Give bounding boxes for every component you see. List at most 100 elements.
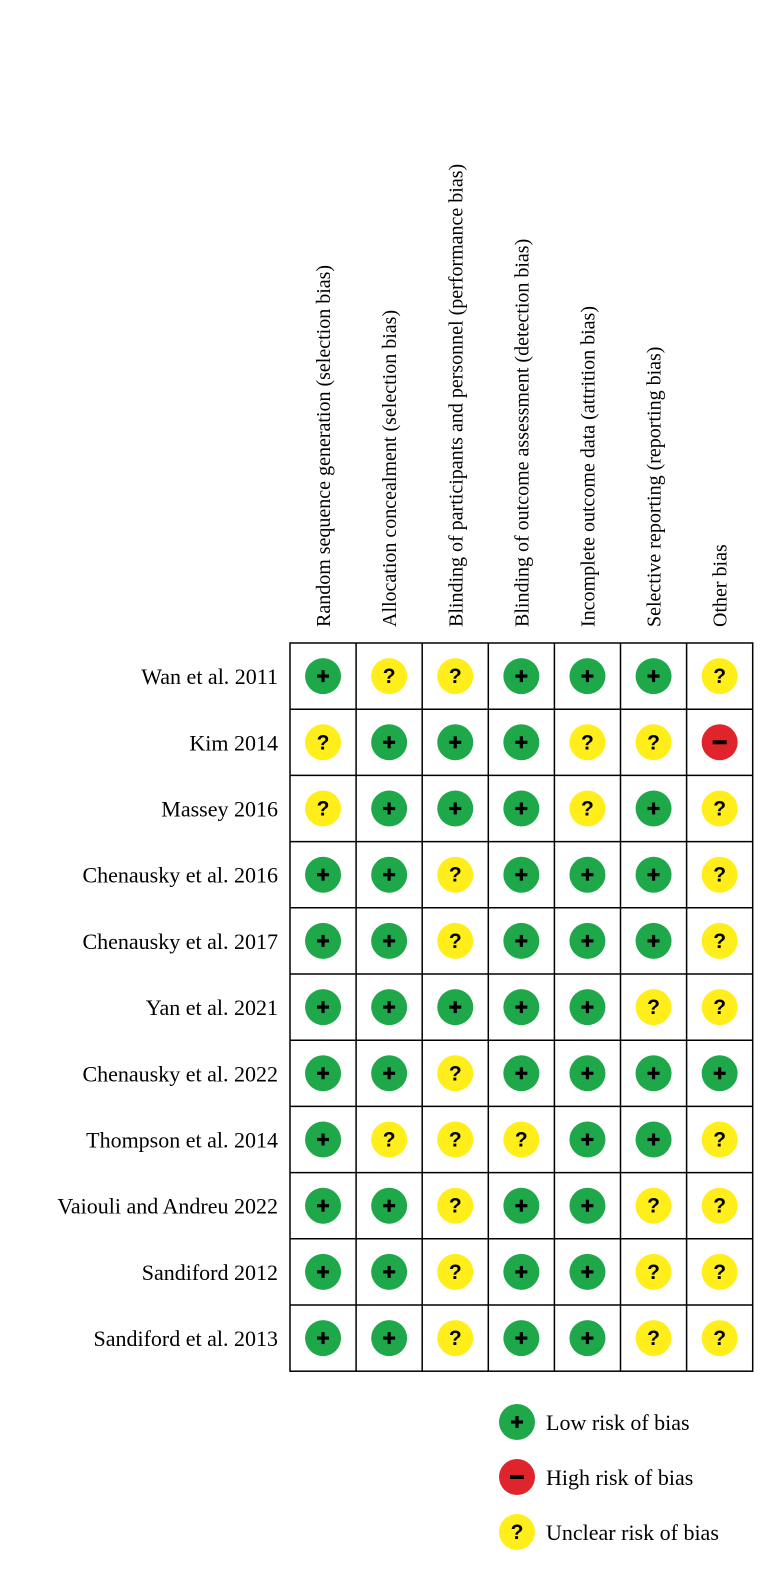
column-label: Incomplete outcome data (attrition bias) — [577, 306, 599, 627]
rating-mark: ? — [701, 1187, 738, 1224]
rating-mark — [503, 1253, 540, 1290]
question-mark: ? — [449, 1129, 462, 1152]
question-mark: ? — [449, 864, 462, 887]
question-icon — [701, 1320, 738, 1357]
question-icon — [437, 658, 474, 695]
rating-mark: ? — [437, 1187, 474, 1224]
question-mark: ? — [647, 1261, 660, 1284]
plus-vertical-stroke — [387, 802, 391, 815]
plus-vertical-stroke — [519, 736, 523, 749]
question-mark: ? — [449, 1062, 462, 1085]
minus-stroke — [712, 740, 727, 745]
rating-mark: ? — [437, 1055, 474, 1092]
rating-mark: ? — [635, 1253, 672, 1290]
question-mark: ? — [713, 1129, 726, 1152]
rating-mark — [371, 1253, 408, 1290]
grid-border — [289, 642, 754, 1372]
question-icon — [635, 989, 672, 1026]
plus-vertical-stroke — [585, 868, 590, 881]
rating-mark — [503, 856, 540, 893]
rating-mark — [569, 1055, 606, 1092]
plus-vertical-stroke — [651, 934, 656, 947]
rating-mark: ? — [701, 1121, 738, 1158]
plus-vertical-stroke — [387, 1265, 391, 1278]
rating-mark: ? — [371, 1121, 408, 1158]
rating-mark — [503, 1187, 540, 1224]
rating-mark — [371, 989, 408, 1026]
study-label: Vaiouli and Andreu 2022 — [57, 1194, 278, 1219]
plus-vertical-stroke — [515, 1416, 519, 1428]
rating-mark — [701, 724, 738, 761]
question-icon — [305, 724, 342, 761]
question-mark: ? — [383, 665, 396, 688]
rating-mark: ? — [503, 1121, 540, 1158]
plus-vertical-stroke — [585, 1199, 590, 1212]
study-label: Wan et al. 2011 — [141, 664, 278, 689]
question-icon — [437, 1055, 474, 1092]
plus-vertical-stroke — [321, 868, 325, 881]
rating-mark — [371, 1320, 408, 1357]
rating-mark — [569, 989, 606, 1026]
question-mark: ? — [383, 1129, 396, 1152]
question-mark: ? — [317, 798, 330, 821]
rating-mark: ? — [569, 790, 606, 827]
question-icon — [635, 1253, 672, 1290]
rating-mark — [371, 790, 408, 827]
rating-mark — [503, 790, 540, 827]
plus-vertical-stroke — [585, 1332, 590, 1345]
question-icon — [437, 856, 474, 893]
rating-mark — [371, 856, 408, 893]
question-mark: ? — [647, 731, 660, 754]
rating-mark — [305, 989, 342, 1026]
rating-marks: ????????????????????????????? — [305, 658, 738, 1357]
plus-vertical-stroke — [321, 934, 325, 947]
plus-vertical-stroke — [321, 1265, 325, 1278]
plus-vertical-stroke — [321, 1332, 325, 1345]
rating-mark: ? — [701, 989, 738, 1026]
rating-mark — [305, 1055, 342, 1092]
plus-vertical-stroke — [453, 1001, 457, 1014]
rating-mark — [701, 1055, 738, 1092]
rating-mark: ? — [437, 922, 474, 959]
rating-mark: ? — [635, 989, 672, 1026]
question-icon — [499, 1514, 535, 1550]
legend-label: Low risk of bias — [546, 1410, 690, 1435]
rating-mark — [305, 856, 342, 893]
rating-mark — [503, 1055, 540, 1092]
rating-mark: ? — [701, 790, 738, 827]
rating-mark — [371, 1187, 408, 1224]
plus-vertical-stroke — [387, 868, 391, 881]
question-icon — [701, 922, 738, 959]
study-label: Chenausky et al. 2016 — [82, 863, 278, 888]
column-label: Other bias — [710, 544, 732, 627]
question-mark: ? — [647, 1327, 660, 1350]
rating-mark — [569, 1121, 606, 1158]
plus-vertical-stroke — [519, 1001, 523, 1014]
study-label: Chenausky et al. 2017 — [82, 929, 278, 954]
question-mark: ? — [581, 731, 594, 754]
rating-mark: ? — [635, 724, 672, 761]
rating-mark — [437, 989, 474, 1026]
question-icon — [503, 1121, 540, 1158]
rating-mark — [503, 658, 540, 695]
study-label: Kim 2014 — [189, 730, 278, 755]
rating-mark — [305, 1253, 342, 1290]
rating-mark — [371, 724, 408, 761]
plus-vertical-stroke — [519, 868, 523, 881]
rating-grid — [289, 642, 754, 1372]
minus-stroke — [510, 1475, 524, 1479]
question-mark: ? — [449, 1195, 462, 1218]
plus-vertical-stroke — [585, 934, 590, 947]
question-icon — [437, 1320, 474, 1357]
plus-vertical-stroke — [453, 736, 457, 749]
plus-vertical-stroke — [585, 1067, 590, 1080]
rating-mark — [503, 724, 540, 761]
column-label: Blinding of outcome assessment (detectio… — [511, 239, 533, 627]
plus-vertical-stroke — [519, 802, 523, 815]
plus-vertical-stroke — [387, 1001, 391, 1014]
rating-mark: ? — [635, 1320, 672, 1357]
question-mark: ? — [511, 1521, 524, 1544]
study-label: Chenausky et al. 2022 — [82, 1061, 278, 1086]
